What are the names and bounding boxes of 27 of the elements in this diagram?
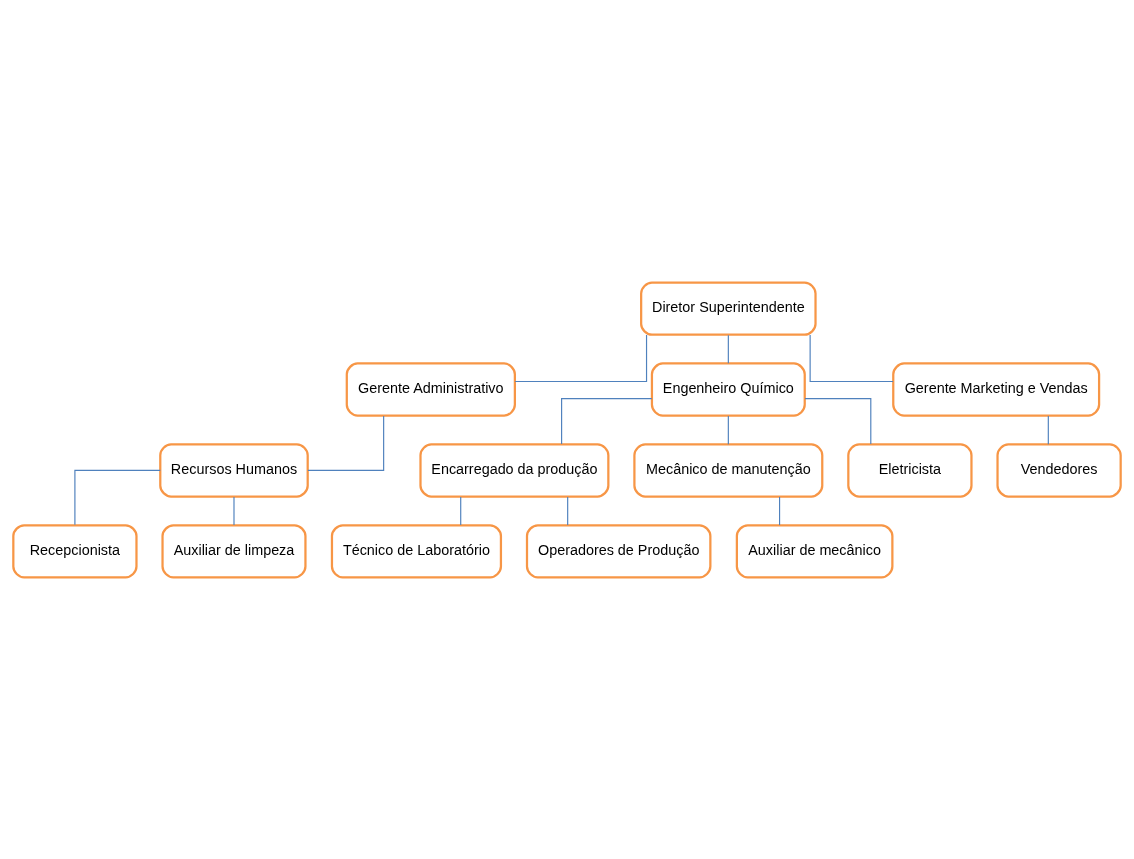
node-box: Engenheiro Químico [650,361,806,417]
node-box: Recursos Humanos [159,442,309,498]
node-box: Auxiliar de limpeza [161,523,307,579]
node-box: Encarregado da produção [419,442,610,498]
connector [779,495,781,526]
connector [804,397,872,445]
node-box: Recepcionista [12,523,138,579]
connector [514,333,648,382]
node-box: Operadores de Produção [525,523,712,579]
connector [74,469,161,525]
connector [561,397,653,445]
connector [1047,414,1049,445]
connector [567,495,569,526]
node-box: Vendedores [996,442,1122,498]
connector [233,495,235,526]
connector [727,334,729,364]
connector [307,414,385,471]
node-box: Diretor Superintendente [640,280,817,336]
node-box: Técnico de Laboratório [330,523,503,579]
connector [460,495,462,526]
node-box: Gerente Administrativo [345,361,516,417]
node-box: Auxiliar de mecânico [735,523,894,579]
node-box: Eletricista [847,442,973,498]
connector [809,333,894,382]
connector [727,414,729,445]
node-box: Mecânico de manutenção [633,442,824,498]
node-box: Gerente Marketing e Vendas [892,361,1101,417]
